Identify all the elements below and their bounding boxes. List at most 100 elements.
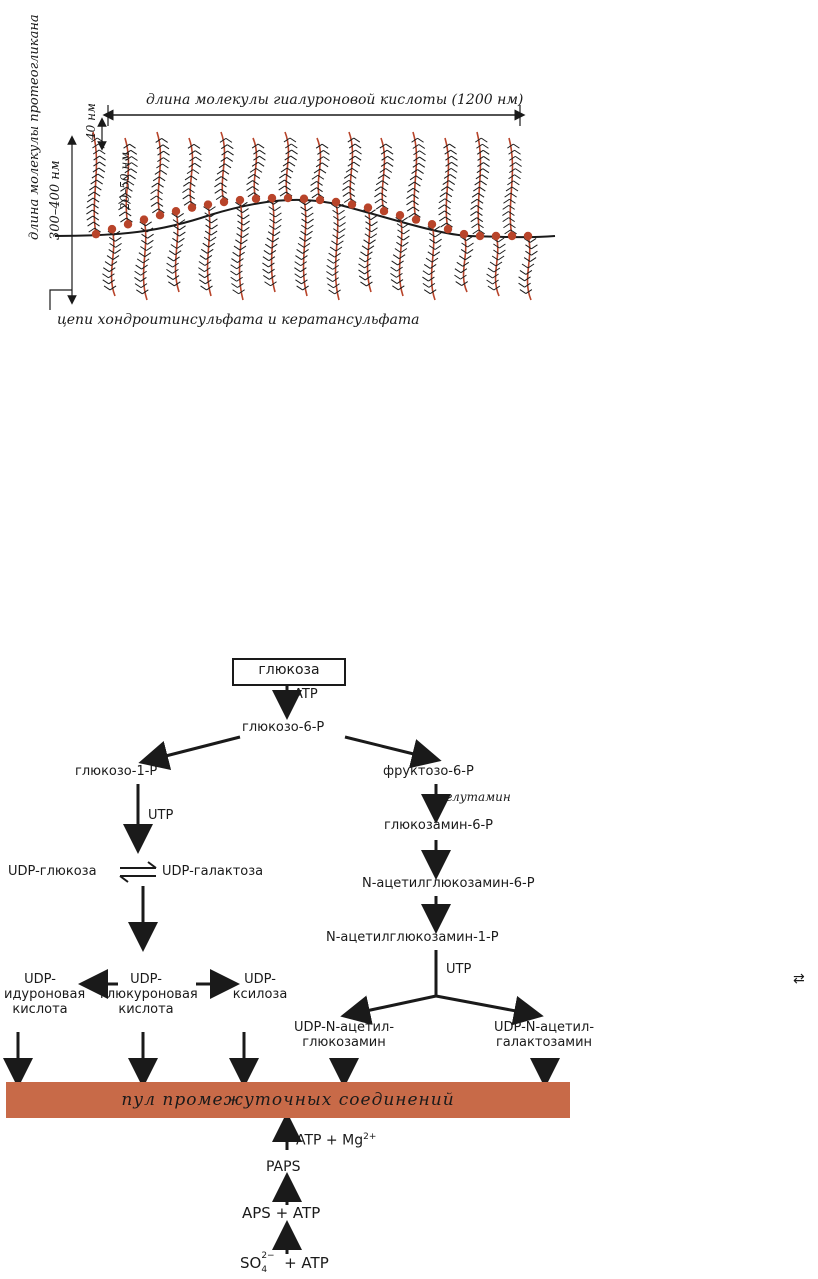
chain-bristle xyxy=(428,245,436,250)
chain-bristle xyxy=(525,250,532,256)
chain-bristle xyxy=(364,233,372,239)
chain-bristle xyxy=(239,245,247,251)
chain-bristle xyxy=(317,174,325,180)
chain-bristle xyxy=(444,210,451,216)
chain-bristle xyxy=(92,143,99,149)
chain-bristle xyxy=(335,246,343,252)
chain-bristle xyxy=(94,227,101,233)
chain-bristle xyxy=(332,277,339,283)
utp-label-2: UTP xyxy=(446,962,472,977)
chain-bristle xyxy=(299,200,306,206)
chain-bristle xyxy=(226,144,234,150)
chain-bristle xyxy=(150,195,157,201)
chain-bristle xyxy=(173,231,180,237)
chain-bristle xyxy=(291,149,298,155)
chain-bristle xyxy=(470,217,478,223)
chain-bristle xyxy=(120,186,127,192)
chain-bristle xyxy=(262,262,269,268)
chain-bristle xyxy=(96,179,103,185)
chain-bristle xyxy=(166,275,174,280)
chain-bristle xyxy=(408,212,415,218)
link-protein-dot xyxy=(299,194,309,203)
chain-bristle xyxy=(294,267,301,273)
chain-bristle xyxy=(301,279,308,285)
chain-bristle xyxy=(477,192,485,198)
chain-bristle xyxy=(487,267,495,273)
chain-bristle xyxy=(224,163,232,169)
chain-bristle xyxy=(476,217,484,223)
chain-bristle xyxy=(387,155,394,161)
chain-bristle xyxy=(418,144,426,149)
chain-bristle xyxy=(209,236,217,242)
chain-bristle xyxy=(343,198,351,203)
chain-bristle xyxy=(483,156,490,161)
chain-bristle xyxy=(487,285,495,291)
link-protein-dot xyxy=(475,231,485,241)
chain-bristle xyxy=(211,218,218,224)
chain-bristle xyxy=(282,161,290,167)
chain-bristle xyxy=(333,258,340,264)
chain-bristle xyxy=(474,180,481,186)
chain-bristle xyxy=(269,212,276,218)
chain-bristle xyxy=(406,187,414,193)
chain-bristle xyxy=(284,155,291,161)
chain-bristle xyxy=(464,255,472,261)
chain-bristle xyxy=(225,137,233,143)
chain-bristle xyxy=(233,245,241,251)
chain-bristle xyxy=(123,143,130,149)
chain-bristle xyxy=(342,179,350,185)
chain-bristle xyxy=(331,240,338,246)
chain-bristle xyxy=(205,279,212,285)
chain-bristle xyxy=(409,175,417,181)
chain-bristle xyxy=(204,212,211,218)
chain-bristle xyxy=(140,227,148,233)
chain-bristle xyxy=(348,192,356,197)
chain-bristle xyxy=(371,221,378,227)
chain-bristle xyxy=(477,162,484,168)
chain-bristle xyxy=(237,220,244,226)
chain-bristle xyxy=(397,260,404,266)
chain-bristle xyxy=(247,174,255,179)
chain-bristle xyxy=(471,192,479,198)
chain-bristle xyxy=(365,221,372,227)
chain-bristle xyxy=(231,258,238,263)
chain-bristle xyxy=(200,248,208,254)
chain-bristle xyxy=(427,226,435,231)
chain-bristle xyxy=(289,137,297,143)
chain-bristle xyxy=(168,281,175,287)
chain-bristle xyxy=(188,150,196,156)
chain-bristle xyxy=(236,270,243,276)
chain-bristle xyxy=(210,212,217,218)
chain-bristle xyxy=(172,268,179,274)
chain-bristle xyxy=(156,163,163,169)
chain-bristle xyxy=(379,168,387,173)
chain-bristle xyxy=(333,228,340,234)
chain-bristle xyxy=(493,243,500,249)
chain-bristle xyxy=(266,237,274,243)
chain-bristle xyxy=(302,285,309,291)
chain-bristle xyxy=(251,161,259,167)
chain-bristle xyxy=(114,236,122,242)
chain-bristle xyxy=(86,209,93,215)
chain-bristle xyxy=(513,180,520,186)
chain-bristle xyxy=(306,230,313,236)
chain-bristle xyxy=(290,155,297,161)
chain-bristle xyxy=(190,175,198,181)
chain-bristle xyxy=(358,257,366,263)
chain-bristle xyxy=(503,198,510,204)
chain-bristle xyxy=(338,234,345,240)
chain-bristle xyxy=(142,289,149,295)
chain-bristle xyxy=(102,279,110,285)
chain-bristle xyxy=(412,200,419,206)
chain-bristle xyxy=(269,275,276,280)
chain-bristle xyxy=(269,250,277,255)
glucose-box: глюкоза xyxy=(232,658,346,686)
chain-bristle xyxy=(86,215,94,221)
chain-bristle xyxy=(396,266,403,272)
chain-bristle xyxy=(422,276,429,282)
chain-bristle xyxy=(510,229,517,235)
chain-bristle xyxy=(531,244,538,250)
chain-bristle xyxy=(150,201,158,207)
chain-bristle xyxy=(381,155,388,161)
chain-bristle xyxy=(299,236,306,242)
